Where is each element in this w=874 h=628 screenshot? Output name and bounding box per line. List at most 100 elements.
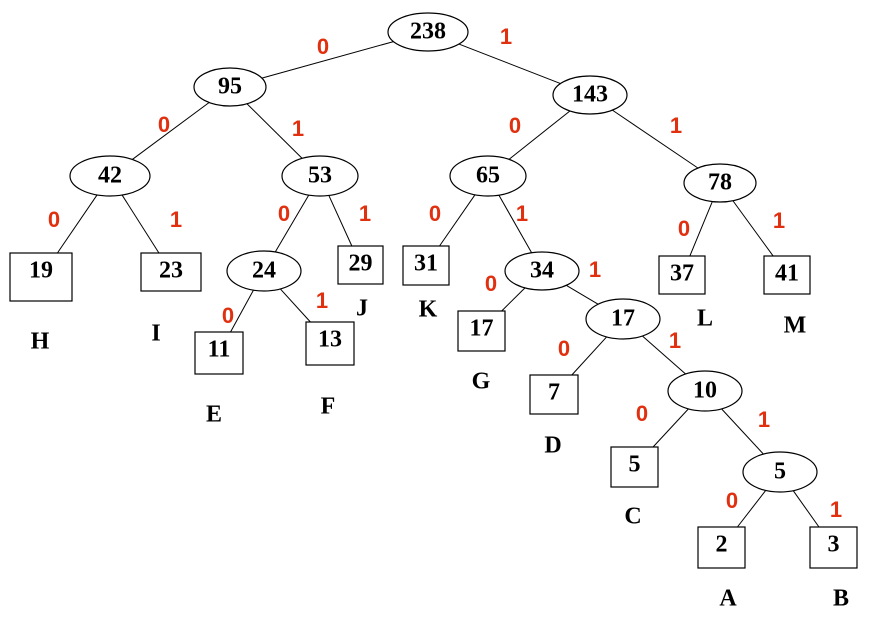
edge-n10-n5 [721,408,764,455]
bit-label-n95-n42: 0 [158,112,170,137]
edge-n24-lF [279,288,311,323]
edge-n143-n65 [508,110,571,160]
internal-node-42 [69,155,151,197]
edge-n238-n95 [261,41,394,79]
bit-label-n78-lL: 0 [678,216,690,241]
leaf-symbol-K: K [419,297,438,323]
edge-n53-lJ [328,195,353,247]
internal-node-95 [193,67,267,107]
leaf-node-J [337,245,384,285]
edge-n10-lC [652,408,689,448]
bit-label-n143-n65: 0 [509,113,521,138]
leaf-symbol-E: E [206,402,222,428]
leaf-node-L [658,255,706,295]
bit-label-n17-lD: 0 [558,336,570,361]
bit-label-n5-lA: 0 [726,488,738,513]
edge-n42-lI [121,194,160,254]
bit-label-n24-lF: 1 [316,288,328,313]
leaf-node-value: 11 [208,337,231,363]
bit-label-n5-lB: 1 [830,497,842,522]
leaf-node-value: 5 [629,452,641,478]
edge-n95-n53 [246,103,303,159]
symbol-labels-layer: H I E F J K G D C A B L M [31,296,849,612]
leaf-node-value: 41 [775,261,799,287]
edge-n34-lG [501,287,526,312]
bit-label-n42-lH: 0 [48,207,60,232]
bit-label-n78-lM: 1 [773,208,785,233]
bit-label-n10-lC: 0 [636,401,648,426]
internal-node-value: 238 [410,19,446,45]
internal-node-value: 95 [218,74,242,100]
leaf-node-B [809,526,858,569]
edge-n53-n24 [274,194,310,253]
edges-layer [56,41,820,528]
leaf-node-value: 29 [349,251,373,277]
internal-node-10 [667,370,743,412]
bit-label-n10-n5: 1 [758,407,770,432]
leaf-node-value: 17 [470,316,494,342]
leaf-symbol-C: C [624,504,641,530]
bit-label-n238-n95: 0 [317,34,329,59]
bit-label-n238-n143: 1 [500,24,512,49]
leaf-node-value: 37 [670,261,694,287]
internal-node-value: 78 [708,170,732,196]
internal-node-value: 42 [98,163,122,189]
edge-n42-lH [56,194,98,254]
leaf-node-A [697,526,746,569]
bit-label-n143-n78: 1 [670,113,682,138]
edge-n78-lM [732,200,774,257]
edge-n238-n143 [458,43,561,84]
leaf-node-value: 31 [414,251,438,277]
internal-node-238 [387,12,469,52]
leaf-node-M [763,255,811,295]
leaf-node-value: 19 [29,258,53,284]
internal-node-value: 5 [774,459,786,485]
internal-node-143 [552,75,628,115]
leaf-symbol-M: M [784,313,807,339]
bit-label-n65-lK: 0 [429,201,441,226]
bit-label-n53-lJ: 1 [359,201,371,226]
bit-label-n24-lE: 0 [222,303,234,328]
leaf-symbol-F: F [321,394,336,420]
bit-label-n65-n34: 1 [516,201,528,226]
edge-n5-lB [792,490,820,528]
internal-node-24 [226,250,302,292]
leaf-node-E [194,331,244,375]
leaf-node-value: 13 [318,327,342,353]
internal-node-5 [742,451,818,493]
leaf-node-value: 7 [548,380,560,406]
leaf-node-value: 2 [716,532,728,558]
edge-n65-n34 [498,194,533,254]
leaf-symbol-A: A [719,586,737,612]
leaf-symbol-I: I [151,321,160,347]
leaf-symbol-L: L [697,306,713,332]
internal-node-value: 24 [252,258,276,284]
leaf-symbol-B: B [833,586,849,612]
leaf-symbol-G: G [472,369,491,395]
bit-label-n53-n24: 0 [278,201,290,226]
leaf-node-D [529,374,579,415]
internal-node-34 [504,251,580,291]
edge-n78-lL [689,201,713,257]
internal-node-17 [585,298,661,340]
leaf-node-K [402,245,450,286]
edge-n95-n42 [132,102,210,160]
leaf-symbol-D: D [544,433,561,459]
leaf-symbol-H: H [31,329,50,355]
edge-n17-n10 [642,335,686,375]
leaf-symbol-J: J [356,296,368,322]
internal-node-value: 10 [693,378,717,404]
internal-node-53 [281,155,359,197]
bit-label-n17-n10: 1 [669,328,681,353]
bit-label-n34-lG: 0 [485,271,497,296]
internal-node-78 [683,163,757,203]
leaf-node-G [457,310,506,352]
bit-label-n42-lI: 1 [170,207,182,232]
internal-node-value: 17 [611,306,635,332]
edge-n65-lK [439,194,476,247]
edge-n17-lD [571,336,607,376]
bit-label-n95-n53: 1 [292,116,304,141]
